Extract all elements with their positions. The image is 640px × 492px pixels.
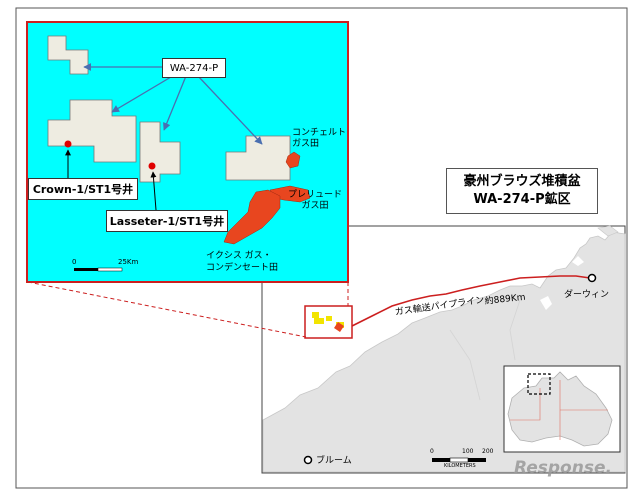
title-box: 豪州ブラウズ堆積盆 WA-274-P鉱区	[446, 168, 598, 214]
scale-tick-200: 200	[482, 448, 494, 455]
darwin-label: ダーウィン	[564, 290, 610, 300]
scale-segment	[468, 458, 486, 462]
crown-label: Crown-1/ST1号井	[32, 183, 134, 196]
overview-highlight-box	[527, 373, 551, 395]
inset-scale-segment	[74, 268, 98, 271]
ichthys-gas-field	[223, 189, 281, 245]
scale-segment	[432, 458, 450, 462]
mini-block	[312, 312, 319, 318]
connector-line-left	[27, 281, 307, 338]
broome-marker	[303, 455, 313, 465]
ichthys-label-line1: イクシス ガス・	[206, 251, 272, 261]
prelude-label: プレリュード ガス田	[288, 190, 342, 212]
ichthys-label: イクシス ガス・ コンデンセート田	[206, 250, 278, 274]
outer-frame	[15, 7, 628, 489]
darwin-marker	[587, 273, 597, 283]
inset-scale-end: 25Km	[118, 258, 139, 266]
prelude-label-line1: プレリュード	[288, 190, 343, 200]
permit-label-box: WA-274-P	[162, 58, 226, 78]
prelude-label-line2: ガス田	[301, 201, 329, 211]
crown-label-box: Crown-1/ST1号井	[28, 178, 138, 200]
arrow-to-east-block	[197, 75, 263, 145]
gas-pipeline-line	[351, 275, 591, 327]
fields-highlight-box	[304, 305, 353, 339]
inset-scale-segment	[97, 267, 123, 272]
crown-well-marker	[64, 140, 72, 148]
mini-gas-field	[334, 322, 344, 332]
concerto-label: コンチェルト ガス田	[292, 128, 346, 150]
title-line2: WA-274-P鉱区	[473, 192, 571, 207]
lasseter-label: Lasseter-1/ST1号井	[109, 215, 225, 228]
arrow-to-crown-block	[111, 73, 177, 113]
scale-unit: KILOMETERS	[444, 463, 476, 469]
ichthys-label-line2: コンデンセート田	[206, 263, 279, 273]
lasseter-pointer	[150, 171, 157, 211]
mini-block	[314, 318, 324, 324]
scale-segment	[449, 457, 469, 463]
permit-label: WA-274-P	[169, 62, 219, 74]
watermark: Response.	[514, 458, 612, 478]
concerto-gas-field	[285, 151, 301, 169]
regional-map	[261, 225, 626, 474]
concerto-label-line1: コンチェルト	[292, 128, 347, 138]
permit-block-north	[47, 35, 89, 75]
mini-block	[326, 316, 332, 321]
concerto-label-line2: ガス田	[292, 139, 320, 149]
title-line1: 豪州ブラウズ堆積盆	[463, 174, 581, 189]
arrow-to-lasseter-block	[163, 75, 187, 131]
permit-block-east	[225, 135, 291, 181]
lasseter-label-box: Lasseter-1/ST1号井	[106, 210, 228, 232]
lasseter-well-marker	[148, 162, 156, 170]
broome-label: ブルーム	[316, 456, 352, 466]
inset-scale-start: 0	[72, 258, 77, 266]
scale-tick-0: 0	[430, 448, 434, 455]
scale-tick-100: 100	[462, 448, 474, 455]
